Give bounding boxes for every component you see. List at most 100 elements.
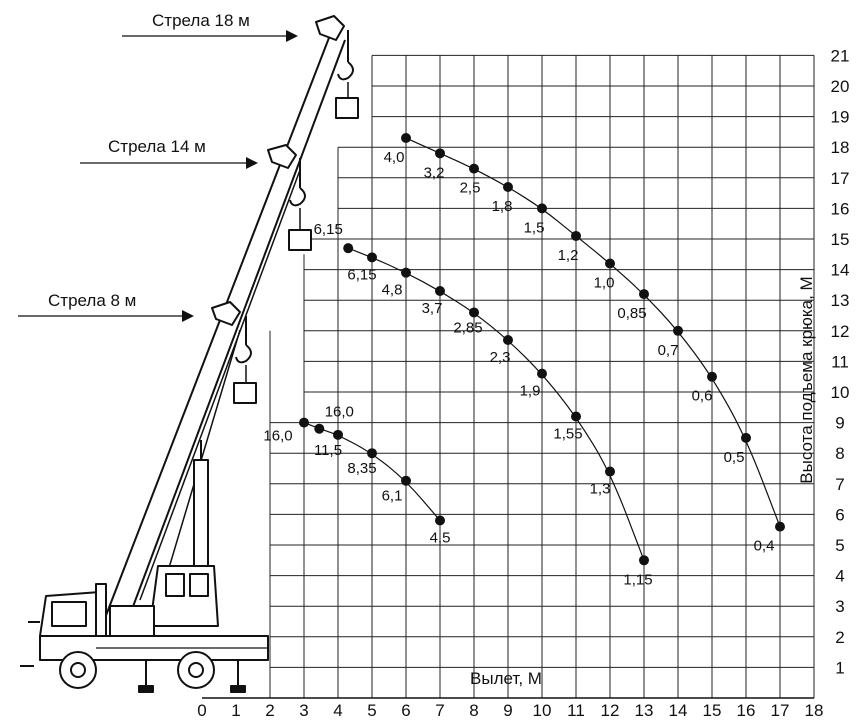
boom-head-18 (315, 15, 359, 119)
x-tick-label: 18 (805, 701, 824, 720)
data-point (503, 181, 513, 192)
data-point (314, 423, 325, 434)
data-label: 6,15 (347, 266, 376, 283)
data-label: 2,85 (453, 319, 482, 336)
data-point (537, 368, 547, 379)
data-label: 3,7 (422, 300, 443, 317)
x-tick-label: 6 (401, 701, 410, 720)
data-label: 16,0 (325, 404, 354, 421)
data-label: 11,5 (314, 442, 342, 459)
data-point (469, 163, 479, 174)
y-axis-title: Высота подъема крюка, М (797, 276, 816, 483)
x-tick-label: 7 (435, 701, 444, 720)
data-label: 1,3 (590, 481, 611, 498)
data-label: 3,2 (424, 164, 445, 181)
x-tick-label: 13 (635, 701, 654, 720)
data-point (537, 203, 547, 214)
data-point (435, 515, 445, 526)
data-point (401, 475, 411, 486)
boom-head-14 (267, 144, 312, 251)
x-tick-label: 4 (333, 701, 342, 720)
y-tick-label: 2 (835, 628, 844, 647)
data-label: 0,6 (692, 388, 713, 405)
data-label: 0,7 (658, 342, 679, 359)
data-point (571, 230, 581, 241)
y-tick-label: 17 (831, 169, 850, 188)
x-tick-label: 0 (197, 701, 206, 720)
data-label: 0,85 (617, 305, 646, 322)
x-axis-title: Вылет, М (470, 669, 542, 688)
arrow-head (246, 157, 258, 169)
data-point (605, 258, 615, 269)
data-label: 1,2 (558, 247, 579, 264)
data-point (435, 148, 445, 159)
data-label: 0,5 (724, 449, 745, 466)
data-point (367, 448, 377, 459)
data-label: 2,3 (490, 349, 511, 366)
data-label: 8,35 (347, 460, 376, 477)
x-tick-label: 15 (703, 701, 722, 720)
data-label: 1,5 (524, 219, 545, 236)
boom-label-text: Стрела 14 м (108, 137, 206, 156)
y-tick-label: 5 (835, 536, 844, 555)
x-tick-label: 12 (601, 701, 620, 720)
arrow-head (286, 30, 298, 42)
boom-label-text: Стрела 18 м (152, 11, 250, 30)
data-label: 4,8 (382, 282, 403, 299)
data-point (639, 555, 649, 566)
data-point (367, 252, 377, 263)
arrow-head (182, 310, 194, 322)
data-point (605, 466, 615, 477)
crane-truck-icon (20, 15, 359, 693)
y-tick-label: 13 (831, 291, 850, 310)
y-tick-label: 7 (835, 475, 844, 494)
data-point (401, 267, 411, 278)
boom-label-text: Стрела 8 м (48, 291, 136, 310)
x-tick-label: 8 (469, 701, 478, 720)
y-tick-label: 20 (831, 77, 850, 96)
data-point (707, 371, 717, 382)
data-point (401, 133, 411, 144)
y-tick-label: 9 (835, 414, 844, 433)
data-label: 0,4 (754, 538, 775, 555)
data-point (343, 243, 354, 254)
data-label: 6,15 (314, 221, 343, 238)
y-tick-label: 4 (835, 567, 844, 586)
x-tick-label: 5 (367, 701, 376, 720)
boom-labels: Стрела 8 м Стрела 14 м Стрела 18 м (18, 11, 298, 322)
data-label: 1,55 (553, 425, 582, 442)
data-label: 4,5 (430, 530, 451, 547)
y-tick-label: 19 (831, 108, 850, 127)
data-label: 4,0 (384, 149, 405, 166)
data-point (571, 411, 581, 422)
data-point (333, 429, 343, 440)
data-point (469, 307, 479, 318)
y-tick-label: 21 (831, 46, 850, 65)
data-point (639, 289, 649, 300)
data-point (299, 417, 309, 428)
x-tick-label: 3 (299, 701, 308, 720)
data-point (775, 521, 785, 532)
data-label: 2,5 (460, 180, 481, 197)
data-label: 1,15 (623, 571, 652, 588)
y-tick-label: 1 (835, 658, 844, 677)
y-tick-label: 16 (831, 199, 850, 218)
y-tick-label: 12 (831, 322, 850, 341)
x-tick-label: 9 (503, 701, 512, 720)
data-label: 6,1 (382, 488, 403, 505)
data-point (673, 325, 683, 336)
y-tick-label: 10 (831, 383, 850, 402)
series-line (405, 137, 781, 527)
data-label: 1,0 (594, 274, 615, 291)
y-tick-label: 15 (831, 230, 850, 249)
x-tick-label: 16 (737, 701, 756, 720)
y-tick-label: 18 (831, 138, 850, 157)
y-tick-label: 6 (835, 505, 844, 524)
data-point (741, 432, 751, 443)
boom-head-8 (211, 301, 257, 404)
series-line (347, 247, 645, 561)
x-tick-label: 14 (669, 701, 688, 720)
data-label: 1,8 (492, 198, 513, 215)
